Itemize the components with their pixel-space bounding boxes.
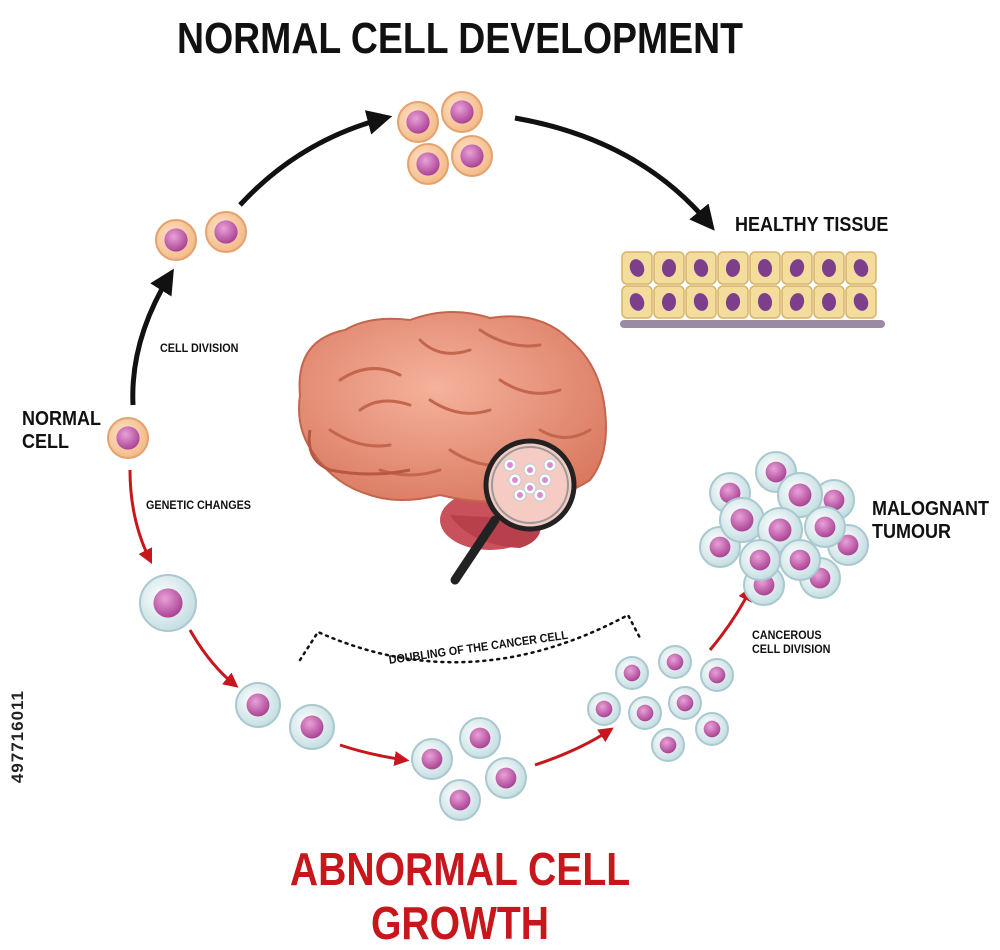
- tissue-cell: [685, 251, 717, 285]
- tissue-cell: [813, 251, 845, 285]
- healthy-tissue: [620, 251, 885, 328]
- malignant-label-line2: TUMOUR: [872, 521, 951, 543]
- healthy-tissue-label: HEALTHY TISSUE: [735, 214, 889, 236]
- cancer-cell: [651, 728, 685, 762]
- tissue-cell: [845, 285, 877, 319]
- cancer-cell: [139, 574, 197, 632]
- tissue-cell: [717, 251, 749, 285]
- normal-cell-label-line2: CELL: [22, 431, 69, 453]
- tissue-cell: [653, 285, 685, 319]
- stock-id: 497716011: [8, 690, 27, 784]
- cancer-cell: [439, 779, 481, 821]
- cancer-cell: [804, 506, 846, 548]
- cancer-cell: [628, 696, 662, 730]
- cancer-cell: [695, 712, 729, 746]
- tissue-cell: [685, 285, 717, 319]
- normal-cell: [155, 219, 197, 261]
- normal-cell: [451, 135, 493, 177]
- cancerous-division-label: CANCEROUS CELL DIVISION: [752, 628, 831, 657]
- magnified-cell: [523, 481, 537, 495]
- cancer-cell: [485, 757, 527, 799]
- doubling-bracket: [298, 613, 642, 664]
- magnified-cell: [503, 458, 517, 472]
- abnormal-arrow-2: [188, 629, 239, 688]
- cancer-cell: [700, 658, 734, 692]
- page-title: NORMAL CELL DEVELOPMENT: [177, 14, 743, 63]
- cancer-cell: [411, 738, 453, 780]
- normal-arrow-3: [514, 115, 715, 231]
- cancer-cell: [777, 472, 823, 518]
- normal-cells: [107, 91, 493, 459]
- cancer-cell: [739, 539, 781, 581]
- tissue-cell: [845, 251, 877, 285]
- cancer-cell: [719, 497, 765, 543]
- cancer-cell: [757, 507, 803, 553]
- magnified-cell: [543, 458, 557, 472]
- cancer-cell: [668, 686, 702, 720]
- cancerous-label-line2: CELL DIVISION: [752, 641, 831, 656]
- normal-arrow-2: [238, 110, 393, 207]
- normal-cell: [441, 91, 483, 133]
- tissue-cell: [749, 285, 781, 319]
- tissue-cell: [621, 285, 653, 319]
- magnified-cell: [523, 463, 537, 477]
- tissue-cell: [749, 251, 781, 285]
- cancer-cell: [779, 539, 821, 581]
- abnormal-arrow-3: [339, 743, 410, 766]
- genetic-changes-label: GENETIC CHANGES: [146, 498, 252, 512]
- magnified-cell: [533, 488, 547, 502]
- tissue-cell: [813, 285, 845, 319]
- cancer-cell: [615, 656, 649, 690]
- tissue-cell: [781, 285, 813, 319]
- magnifying-glass-icon: [450, 438, 577, 585]
- normal-cell: [205, 211, 247, 253]
- cancer-cell: [587, 692, 621, 726]
- normal-cell: [397, 101, 439, 143]
- tissue-cell: [621, 251, 653, 285]
- abnormal-arrow-5: [708, 585, 753, 651]
- magnified-cell: [538, 473, 552, 487]
- cancer-cell: [658, 645, 692, 679]
- cancerous-label-line1: CANCEROUS: [752, 628, 822, 642]
- tissue-cell: [653, 251, 685, 285]
- cancer-cell: [459, 717, 501, 759]
- tissue-cell: [717, 285, 749, 319]
- normal-cell-label-line1: NORMAL: [22, 408, 101, 430]
- cell-division-label: CELL DIVISION: [160, 341, 239, 355]
- diagram-canvas: NORMAL CELL DEVELOPMENT ABNORMAL CELL GR…: [8, 14, 989, 949]
- cancer-cell: [235, 682, 281, 728]
- abnormal-arrow-1: [128, 469, 153, 565]
- abnormal-arrow-4: [534, 727, 614, 767]
- malignant-tumour-label: MALOGNANT TUMOUR: [872, 498, 989, 544]
- normal-cell-label: NORMAL CELL: [22, 408, 101, 454]
- malignant-label-line1: MALOGNANT: [872, 498, 989, 520]
- bottom-title: ABNORMAL CELL GROWTH: [289, 843, 631, 949]
- magnified-cell: [508, 473, 522, 487]
- magnified-cell: [513, 488, 527, 502]
- cancer-cells: [139, 451, 869, 821]
- normal-arrow-1: [130, 268, 174, 406]
- cancer-cell: [289, 704, 335, 750]
- diagram-graphics: [107, 91, 885, 821]
- tissue-cell: [781, 251, 813, 285]
- normal-cell: [407, 143, 449, 185]
- normal-cell: [107, 417, 149, 459]
